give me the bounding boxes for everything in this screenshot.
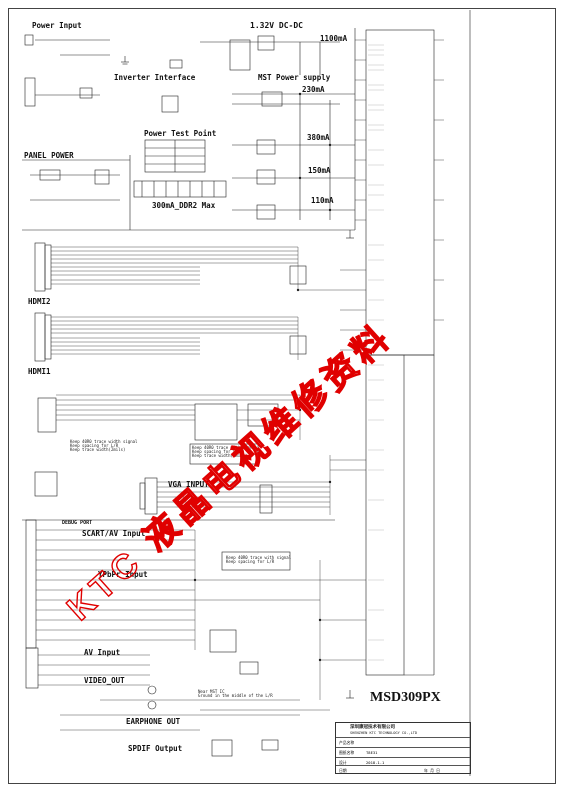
label-spdif: SPDIF Output xyxy=(128,744,183,753)
label-power-input: Power Input xyxy=(32,21,82,30)
label-power-test-point: Power Test Point xyxy=(144,129,217,138)
label-hdmi1: HDMI1 xyxy=(28,367,51,376)
label-vga-input: VGA INPUT xyxy=(168,480,209,489)
title-row4-label: 日期 xyxy=(339,768,347,773)
title-block: 深圳康冠技术有限公司 SHENZHEN KTC TECHNOLOGY CO.,L… xyxy=(335,722,471,774)
title-company-en: SHENZHEN KTC TECHNOLOGY CO.,LTD xyxy=(350,731,418,735)
label-current-1100: 1100mA xyxy=(320,34,348,43)
title-date-fields: 年 月 日 xyxy=(424,768,440,773)
label-av-input: AV Input xyxy=(84,648,121,657)
label-current-150: 150mA xyxy=(308,166,331,175)
label-current-110: 110mA xyxy=(311,196,334,205)
title-row2-label: 图纸名称 xyxy=(339,750,355,755)
label-scart-av: SCART/AV Input xyxy=(82,529,146,538)
note-trace-width-3: Keep 40R0 trace with signal Keep spacing… xyxy=(226,555,292,565)
note-near-mst-ic: Near MST IC Ground in the middle of the … xyxy=(198,689,273,699)
label-ypbpr: YPbPr Input xyxy=(98,570,148,579)
schematic-sheet xyxy=(8,8,556,784)
chip-name: MSD309PX xyxy=(370,690,441,705)
label-panel-power: PANEL POWER xyxy=(24,151,74,160)
label-debug-port: DEBUG PORT xyxy=(62,520,93,526)
title-row3-value: 2018.1.1 xyxy=(366,760,385,765)
label-inverter-interface: Inverter Interface xyxy=(114,73,196,82)
label-hdmi2: HDMI2 xyxy=(28,297,51,306)
note-trace-width-2: Keep 40R0 trace with signal Keep spacing… xyxy=(192,445,258,459)
label-current-380: 380mA xyxy=(307,133,330,142)
label-dcdc: 1.32V DC-DC xyxy=(250,21,303,30)
title-row1-label: 产品名称 xyxy=(339,740,355,745)
note-trace-width-1: Keep 40R0 trace width signal Keep spacin… xyxy=(70,439,138,453)
title-row3-label: 设计 xyxy=(339,760,347,765)
title-row2-value: T8E31 xyxy=(366,750,378,755)
label-earphone-out: EARPHONE OUT xyxy=(126,717,181,726)
label-current-230: 230mA xyxy=(302,85,325,94)
label-mst-power-supply: MST Power supply xyxy=(258,73,331,82)
label-video-out: VIDEO_OUT xyxy=(84,676,125,685)
title-company: 深圳康冠技术有限公司 xyxy=(350,725,395,730)
label-ddr2: 300mA_DDR2 Max xyxy=(152,201,216,210)
